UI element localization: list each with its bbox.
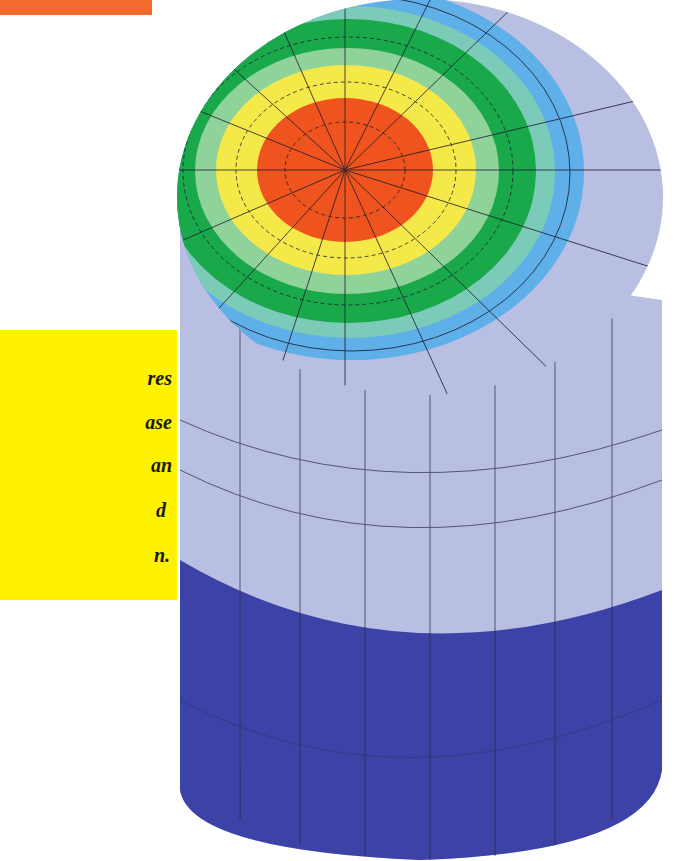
callout-text: d: [156, 499, 166, 521]
orange-tab: [0, 0, 152, 15]
callout-text: n.: [154, 544, 170, 566]
callout-box: [0, 330, 177, 600]
callout-text: ase: [145, 411, 172, 433]
callout-text: an: [151, 454, 172, 476]
callout-text: res: [148, 367, 172, 389]
cylinder-lower-band: [180, 560, 662, 860]
